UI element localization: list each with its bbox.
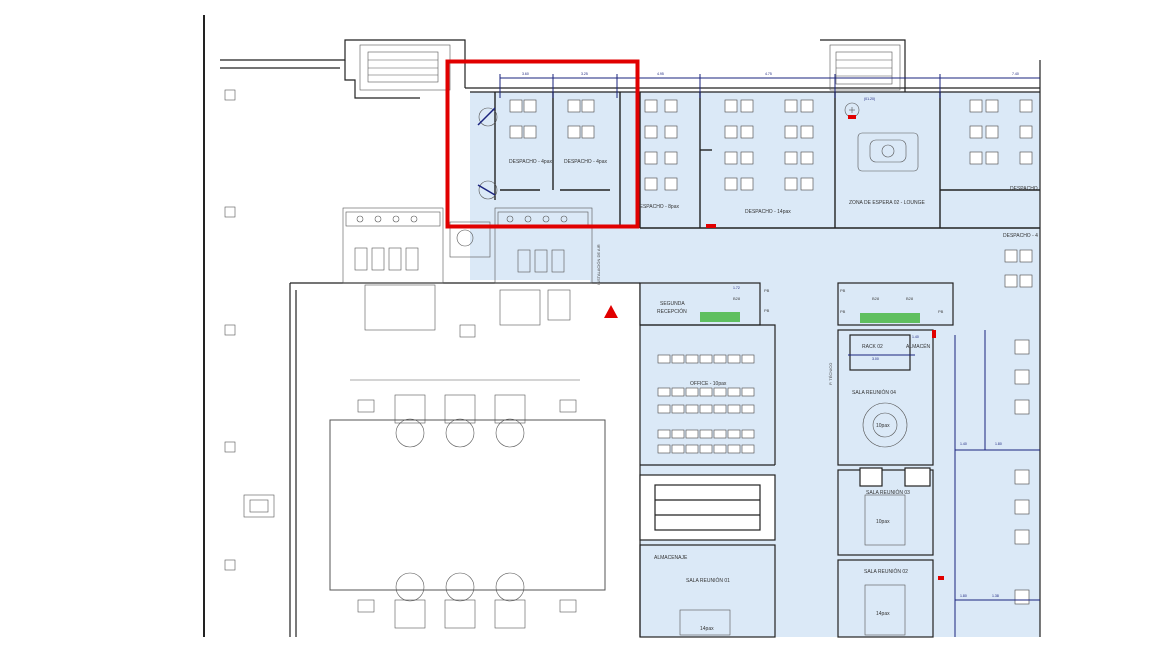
dim-3: 4.95 xyxy=(657,72,664,76)
dimension-lines xyxy=(477,74,1040,637)
label-despacho-right2: DESPACHO - 4 xyxy=(1003,233,1038,239)
office-partitions xyxy=(494,92,1040,229)
label-despacho-right: DESPACHO xyxy=(1010,186,1038,192)
label-sala02: SALA REUNIÓN 02 xyxy=(864,568,908,575)
restroom-core xyxy=(342,207,593,338)
label-patinillo: P. TÉCNICO xyxy=(828,363,833,385)
label-sala01-pax: 14pax xyxy=(700,626,714,632)
label-b28-1: B28 xyxy=(733,296,741,301)
label-despacho-14: DESPACHO - 14pax xyxy=(745,209,791,215)
highlight-rectangle[interactable] xyxy=(445,59,640,229)
dim-8: 1.40 xyxy=(912,335,919,339)
label-sala01: SALA REUNIÓN 01 xyxy=(686,577,730,584)
dim-5: 7.40 xyxy=(1012,72,1019,76)
label-pb-1: PB xyxy=(764,288,770,293)
dimension-labels: 3.60 3.25 4.95 4.75 7.40 (01.20) 1.72 1.… xyxy=(522,72,1019,598)
stair-top-left xyxy=(359,44,451,91)
meeting-tables xyxy=(679,402,908,636)
label-sala02-pax: 14pax xyxy=(876,611,890,617)
dim-7: 1.72 xyxy=(733,286,740,290)
atrium xyxy=(329,379,606,629)
label-almacen: ALMACÉN xyxy=(906,343,931,350)
label-pb-3: PB xyxy=(840,288,846,293)
label-segunda-1: SEGUNDA xyxy=(660,301,685,307)
room-labels: DESPACHO - 4pax DESPACHO - 4pax DESPACHO… xyxy=(509,159,1038,632)
label-sala03: SALA REUNIÓN 03 xyxy=(866,489,910,496)
label-despacho-8: DESPACHO - 8pax xyxy=(636,204,679,210)
right-core xyxy=(639,282,954,638)
label-instalacion: INSTALACIÓN DE AIR xyxy=(596,244,601,285)
label-despacho-4b: DESPACHO - 4pax xyxy=(564,159,607,165)
location-marker-icon xyxy=(604,305,618,318)
label-almacenaje: ALMACENAJE xyxy=(654,555,688,561)
office-desks xyxy=(657,354,755,454)
red-fixtures xyxy=(706,115,944,580)
dim-6: (01.20) xyxy=(864,97,875,101)
stair-top-right xyxy=(829,44,901,91)
label-pb-5: PB xyxy=(938,309,944,314)
label-sala03-pax: 10pax xyxy=(876,519,890,525)
dim-4: 4.75 xyxy=(765,72,772,76)
label-rack: RACK 02 xyxy=(862,344,883,350)
label-b28-3: B28 xyxy=(906,296,914,301)
label-segunda-2: RECEPCIÓN xyxy=(657,308,687,315)
label-pb-4: PB xyxy=(840,309,846,314)
label-pb-2: PB xyxy=(764,308,770,313)
desk-groups xyxy=(478,99,1033,605)
label-despacho-4a: DESPACHO - 4pax xyxy=(509,159,552,165)
dim-10: 1.40 xyxy=(960,442,967,446)
dim-13: 1.38 xyxy=(992,594,999,598)
label-espera: ZONA DE ESPERA 02 - LOUNGE xyxy=(849,200,926,206)
dim-12: 1.80 xyxy=(960,594,967,598)
label-office: OFFICE - 10pax xyxy=(690,381,727,387)
dim-11: 1.80 xyxy=(995,442,1002,446)
dim-1: 3.60 xyxy=(522,72,529,76)
column-markers xyxy=(224,89,275,571)
label-sala04: SALA REUNIÓN 04 xyxy=(852,389,896,396)
planters xyxy=(700,312,920,323)
dim-9: 3.00 xyxy=(872,357,879,361)
label-sala04-pax: 10pax xyxy=(876,423,890,429)
dim-2: 3.25 xyxy=(581,72,588,76)
label-b28-2: B28 xyxy=(872,296,880,301)
